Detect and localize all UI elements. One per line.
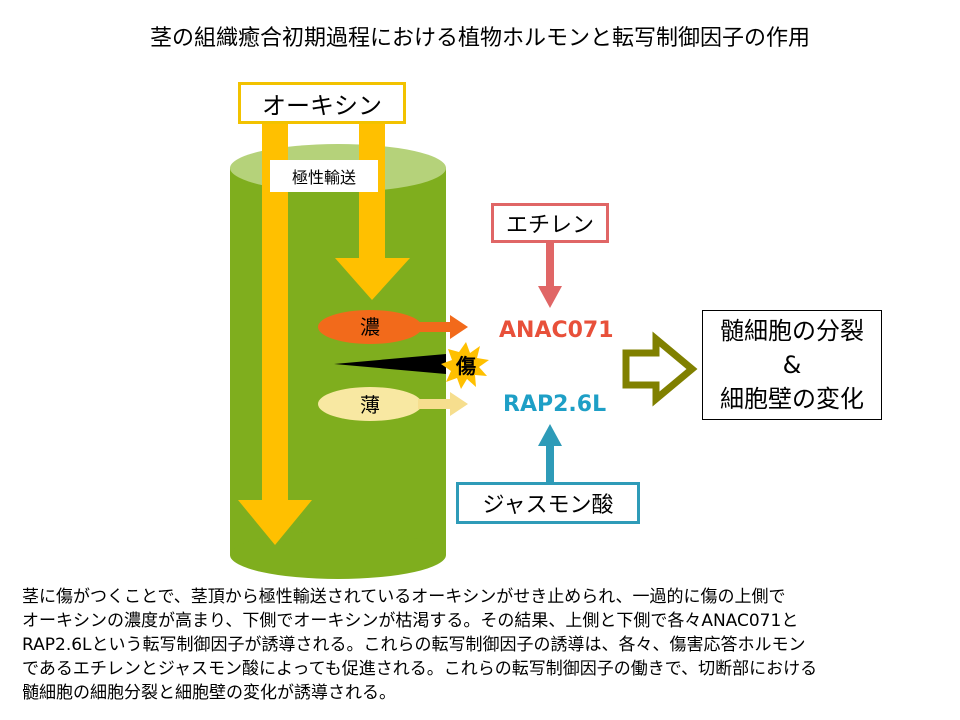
- description-line: 茎に傷がつくことで、茎頂から極性輸送されているオーキシンがせき止められ、一過的に…: [22, 587, 786, 607]
- result-line-3: 細胞壁の変化: [720, 385, 864, 413]
- stem-bottom: [230, 531, 446, 579]
- diagram-title: 茎の組織癒合初期過程における植物ホルモンと転写制御因子の作用: [149, 26, 810, 51]
- result-line-1: 髄細胞の分裂: [720, 317, 864, 345]
- high-arrow: [418, 315, 468, 339]
- jasmonic-acid-label: ジャスモン酸: [482, 493, 614, 518]
- description-line: オーキシンの濃度が高まり、下側でオーキシンが枯渇する。その結果、上側と下側で各々…: [22, 611, 799, 631]
- auxin-box: オーキシン: [238, 82, 406, 124]
- jasmonic-acid-box: ジャスモン酸: [456, 482, 640, 524]
- high-concentration-label: 濃: [360, 315, 380, 339]
- low-concentration-label: 薄: [360, 393, 380, 417]
- low-arrow: [418, 392, 468, 416]
- outcome-arrow: [622, 331, 698, 407]
- ethylene-arrow: [538, 243, 562, 308]
- description-line: RAP2.6Lという転写制御因子が誘導される。これらの転写制御因子の誘導は、各々…: [22, 635, 806, 655]
- ja-arrow: [538, 424, 562, 482]
- low-auxin-oval: [318, 387, 422, 421]
- anac071-label: ANAC071: [499, 318, 614, 343]
- auxin-polar-arrow: [335, 122, 410, 300]
- wound-label: 傷: [456, 354, 476, 378]
- high-auxin-oval: [318, 310, 422, 344]
- ethylene-box: エチレン: [491, 203, 609, 243]
- description-line: 髄細胞の細胞分裂と細胞壁の変化が誘導される。: [22, 683, 396, 703]
- result-box: 髄細胞の分裂 & 細胞壁の変化: [702, 310, 882, 420]
- auxin-label: オーキシン: [262, 91, 382, 120]
- wound-wedge: [334, 354, 446, 374]
- rap26l-label: RAP2.6L: [503, 392, 607, 417]
- polar-transport-label: 極性輸送: [270, 160, 378, 192]
- description-paragraph: 茎に傷がつくことで、茎頂から極性輸送されているオーキシンがせき止められ、一過的に…: [22, 585, 942, 705]
- description-line: であるエチレンとジャスモン酸によっても促進される。これらの転写制御因子の働きで、…: [22, 659, 818, 679]
- wound-star-icon: [441, 342, 489, 389]
- auxin-long-arrow: [238, 122, 312, 545]
- result-line-2: &: [782, 351, 802, 379]
- ethylene-label: エチレン: [505, 213, 594, 238]
